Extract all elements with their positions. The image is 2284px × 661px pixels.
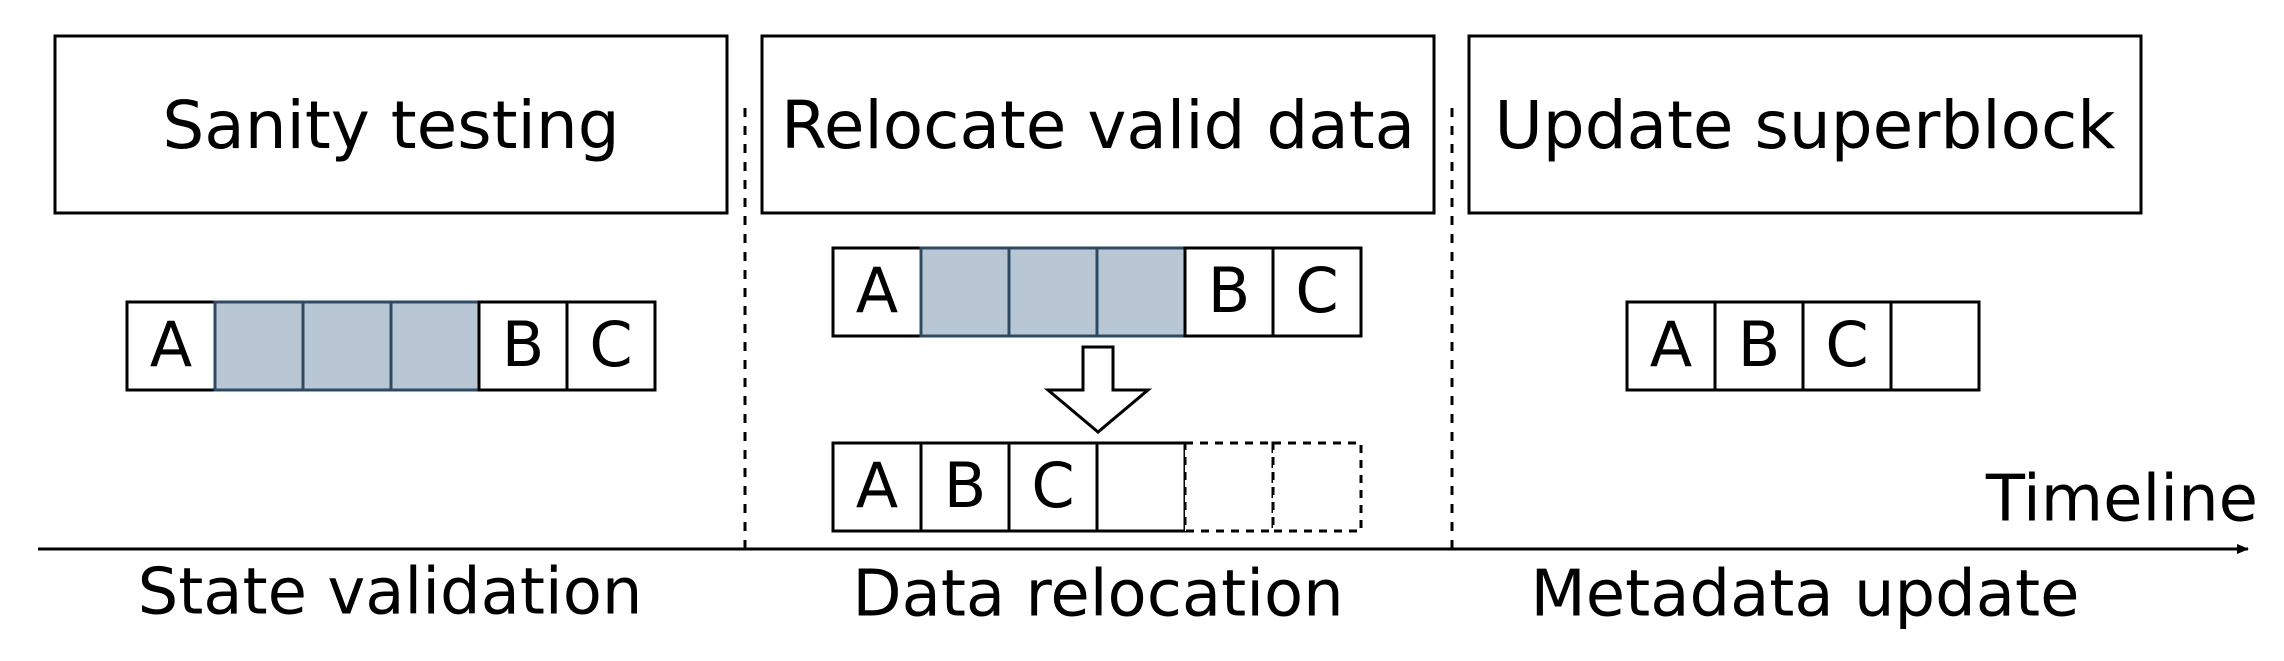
block-cell <box>1889 300 1981 392</box>
block-cell <box>1271 441 1363 533</box>
block-cell <box>1183 441 1275 533</box>
block-label: C <box>589 308 632 381</box>
block-label: A <box>150 308 192 381</box>
block-cell <box>919 441 1011 533</box>
block-cell <box>565 300 657 392</box>
relocation-down-arrow <box>1043 345 1153 434</box>
timeline-label: Timeline <box>1985 463 2258 537</box>
block-cell <box>213 300 305 392</box>
block-cell <box>919 246 1011 338</box>
stage-title-relocate: Relocate valid data <box>781 87 1415 164</box>
stage-title-superblock: Update superblock <box>1495 87 2117 164</box>
block-cell <box>1271 246 1363 338</box>
block-cell <box>125 300 217 392</box>
stage-box-sanity <box>53 34 729 215</box>
block-cell <box>301 300 393 392</box>
phase-label-validation: State validation <box>138 556 643 630</box>
block-label: B <box>1738 308 1781 381</box>
block-label: A <box>856 449 898 522</box>
block-cell <box>1007 441 1099 533</box>
stage-title-sanity: Sanity testing <box>162 87 619 164</box>
phase-label-relocation: Data relocation <box>852 558 1343 632</box>
block-label: A <box>856 254 898 327</box>
block-label: B <box>944 449 987 522</box>
block-cell <box>1007 246 1099 338</box>
stage-box-relocate <box>760 34 1436 215</box>
block-cell <box>389 300 481 392</box>
block-cell <box>1095 246 1187 338</box>
block-cell <box>1095 441 1187 533</box>
block-cell <box>1713 300 1805 392</box>
block-label: A <box>1650 308 1692 381</box>
phase-label-metadata: Metadata update <box>1531 558 2080 632</box>
block-cell <box>1183 246 1275 338</box>
block-cell <box>1801 300 1893 392</box>
block-cell <box>831 441 923 533</box>
block-label: B <box>1208 254 1251 327</box>
block-cell <box>831 246 923 338</box>
block-label: C <box>1825 308 1868 381</box>
stage-box-superblock <box>1467 34 2143 215</box>
block-label: C <box>1295 254 1338 327</box>
block-label: C <box>1031 449 1074 522</box>
block-label: B <box>502 308 545 381</box>
